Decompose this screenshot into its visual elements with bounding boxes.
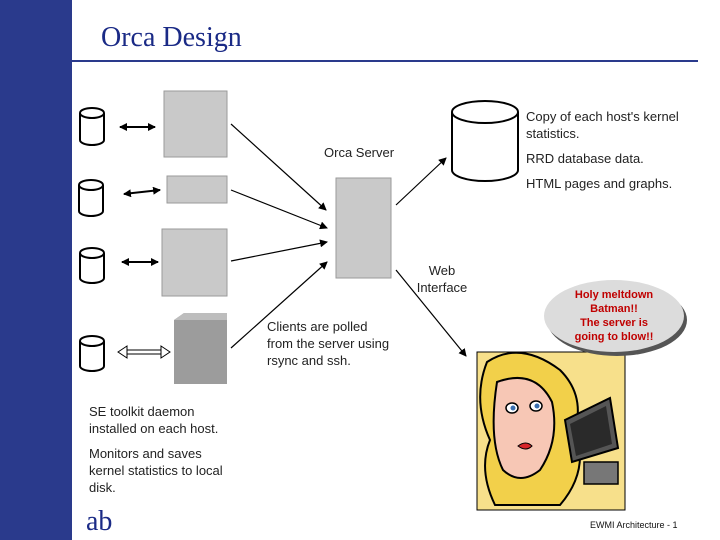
arrow-host3-to-server	[230, 239, 328, 262]
host-disk-3-icon	[79, 247, 105, 284]
rrd-database-icon	[451, 100, 519, 182]
host-server-1-icon	[163, 90, 228, 158]
rrd-data-label: RRD database data.	[526, 151, 644, 166]
orca-server-label: Orca Server	[324, 145, 395, 160]
kernel-copy-label: Copy of each host's kernel statistics.	[526, 109, 679, 141]
title-underline	[24, 60, 698, 62]
web-interface-label: Web Interface	[416, 263, 468, 295]
host-disk-1-icon	[79, 107, 105, 146]
host-server-3-icon	[161, 228, 228, 297]
se-toolkit-label: SE toolkit daemon installed on each host…	[89, 404, 219, 436]
html-pages-label: HTML pages and graphs.	[526, 176, 673, 191]
slide-sidebar	[0, 0, 72, 540]
ab-logo: ab	[86, 506, 113, 537]
double-arrow-2-icon	[123, 186, 161, 198]
monitors-label: Monitors and saves kernel statistics to …	[89, 446, 223, 495]
double-arrow-4-icon	[117, 345, 171, 359]
arrow-host4-to-server	[230, 261, 328, 349]
arrow-host2-to-server	[230, 189, 328, 230]
clients-polled-label: Clients are polled from the server using…	[267, 319, 390, 368]
slide-footer: EWMI Architecture - 1	[590, 520, 678, 530]
cartoon-woman-illustration	[476, 351, 626, 511]
arrow-server-to-database	[395, 157, 447, 206]
orca-server-icon	[335, 177, 392, 279]
arrow-server-to-web	[395, 269, 467, 357]
speech-bubble-text: Holy meltdown Batman!! The server is goi…	[574, 289, 654, 343]
host-server-2-icon	[166, 175, 228, 204]
speech-bubble: Holy meltdown Batman!! The server is goi…	[544, 280, 684, 352]
slide-title: Orca Design	[101, 22, 242, 53]
host-disk-4-icon	[79, 335, 105, 372]
arrow-host1-to-server	[230, 123, 327, 211]
host-server-4-icon	[174, 313, 227, 384]
host-disk-2-icon	[78, 179, 104, 217]
